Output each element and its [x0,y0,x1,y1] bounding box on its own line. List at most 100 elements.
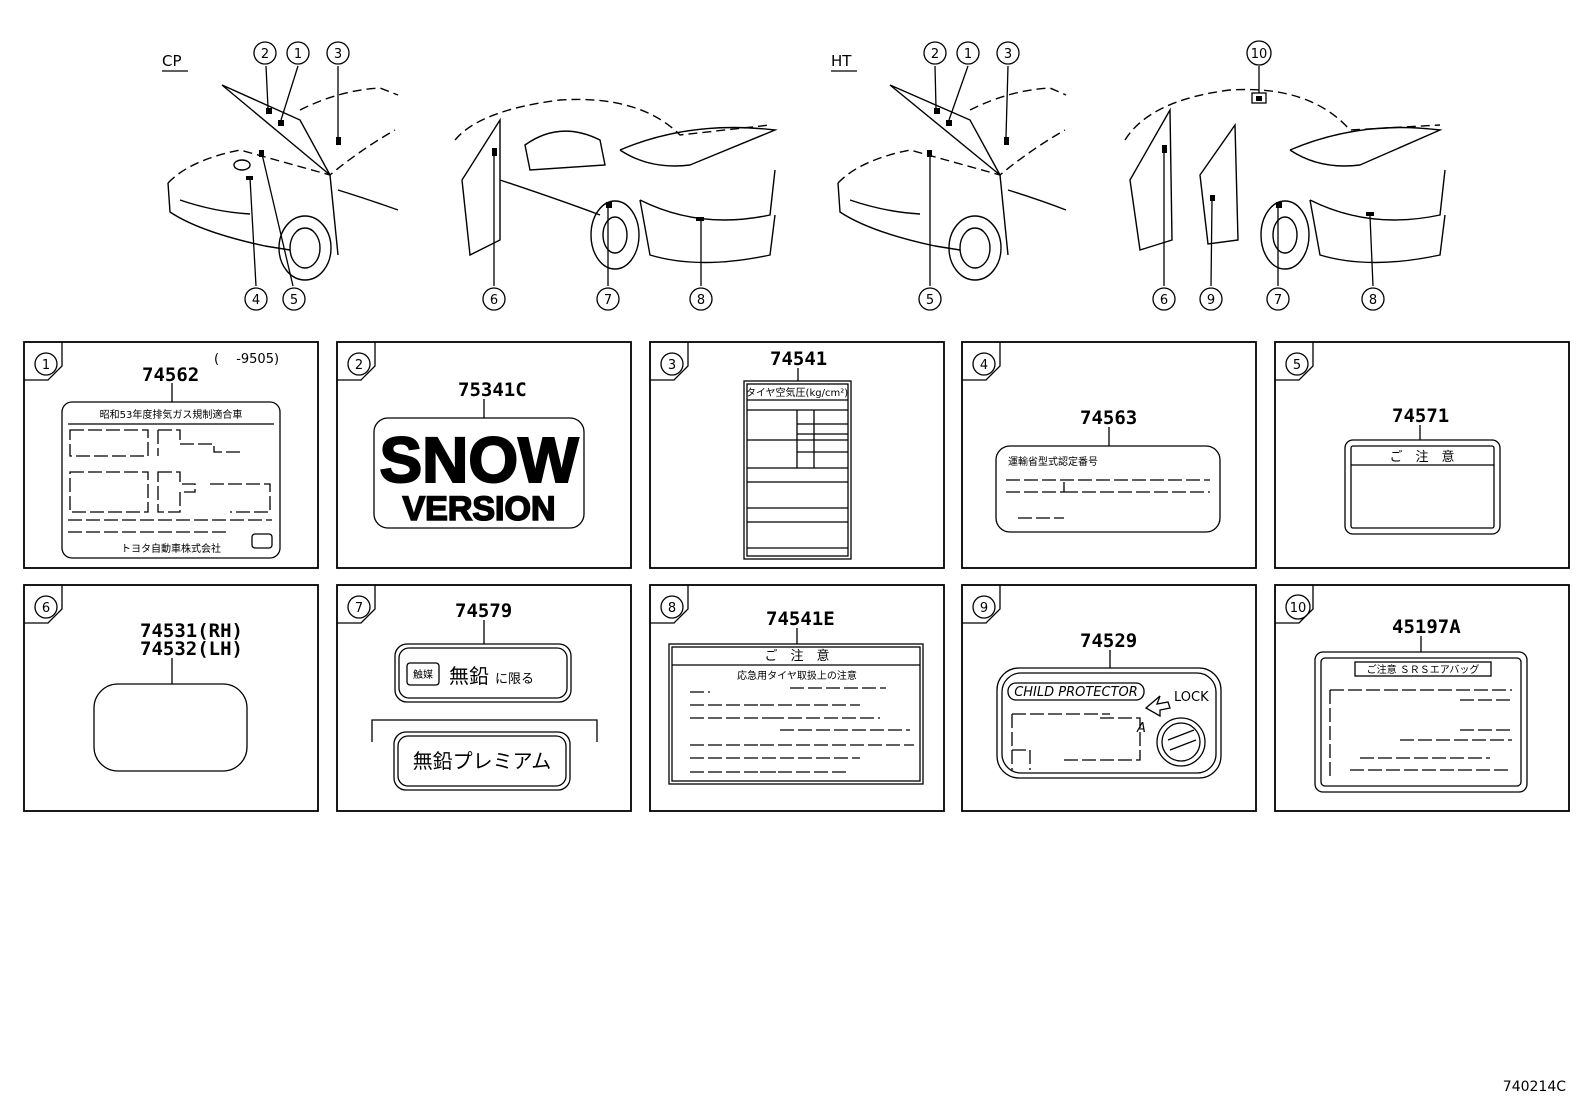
callout-number: 9 [1207,293,1215,308]
label-outline [93,683,248,772]
callout-number: 10 [1251,47,1268,62]
label-marker [927,150,932,157]
part-number: 74541 [770,348,827,370]
label-header-text: ご注意 ＳＲＳエアバッグ [1367,663,1480,676]
callout-number: 5 [926,293,934,308]
catalyst-badge-text: 触媒 [413,668,433,681]
label-marker [1162,145,1167,153]
label-marker [246,176,253,180]
unleaded-text: 無鉛 [449,664,489,688]
panel-5: 5 74571 ご 注 意 [1274,341,1570,569]
label-marker [606,202,612,208]
part-number: 75341C [458,379,527,401]
label-header-text: 運輸省型式認定番号 [1008,455,1098,468]
callout-number: 8 [1369,293,1377,308]
callout-number: 2 [931,47,939,62]
label-outline [995,445,1221,533]
view-label-cp: CP [162,52,182,70]
label-outline [668,643,924,785]
part-number: 74579 [455,600,512,622]
position-a-text: A [1136,721,1146,736]
callout-number: 7 [604,293,612,308]
part-number: 74562 [142,364,199,386]
label-outline [1344,439,1501,535]
panel-number: 2 [355,358,363,373]
callouts-ht-front: 2 1 3 5 [918,41,1020,311]
callout-number: 1 [294,47,302,62]
label-header-text: タイヤ空気圧(kg/cm²) [746,386,848,399]
label-marker [1276,202,1282,208]
catalyst-badge [406,662,440,686]
figure-code: 740214C [1503,1079,1566,1095]
lock-knob-icon [1156,717,1206,767]
car-ht-rear-illustration [1124,88,1446,270]
callouts-cp-front: 2 1 3 4 5 [244,41,350,311]
panel-number: 7 [355,601,363,616]
child-protector-text: CHILD PROTECTOR [1014,685,1138,700]
label-footer-text: トヨタ自動車株式会社 [121,542,221,555]
callout-number: 4 [252,293,260,308]
version-text: VERSION [402,490,555,528]
callout-number: 3 [334,47,342,62]
callout-number: 6 [1160,293,1168,308]
label-marker [946,120,952,126]
callout-number: 2 [261,47,269,62]
label-header-text: ご 注 意 [764,648,829,664]
panel-number: 1 [42,358,50,373]
panel-1: 1 74562 ( -9505) 昭和53年度排気ガス規制適合車 トヨタ自動車株… [23,341,319,569]
panel-number: 5 [1293,358,1301,373]
label-marker [1210,195,1215,201]
label-marker [934,108,940,114]
callout-number: 1 [964,47,972,62]
panel-8: 8 74541E ご 注 意 応急用タイヤ取扱上の注意 [649,584,945,812]
part-number: 45197A [1392,616,1461,638]
label-marker [278,120,284,126]
snow-text: SNOW [379,424,579,496]
panel-2: 2 75341C SNOW VERSION [336,341,632,569]
label-outline [373,417,585,529]
label-marker [1366,212,1374,216]
part-number: 74531(RH) [140,620,243,642]
label-marker [1256,96,1262,101]
vehicle-views: CP HT 2 1 [162,40,1446,311]
label-header-text: 昭和53年度排気ガス規制適合車 [100,408,243,421]
label-outline [743,380,852,560]
unleaded-premium-text: 無鉛プレミアム [413,749,552,773]
label-marker [266,108,272,114]
label-marker [492,148,497,156]
panel-number: 6 [42,601,50,616]
view-label-ht: HT [831,52,852,70]
child-protector-banner [1007,682,1145,701]
label-sub-text: 応急用タイヤ取扱上の注意 [737,669,857,682]
car-cp-rear-illustration [454,98,778,270]
callout-number: 7 [1274,293,1282,308]
unleaded-only-text: に限る [495,672,534,687]
label-outline [61,401,281,559]
part-number: 74541E [766,608,835,630]
panel-6: 6 74531(RH) 74532(LH) [23,584,319,812]
part-number-2: 74532(LH) [140,638,243,660]
part-number: 74529 [1080,630,1137,652]
panel-number: 8 [668,601,676,616]
callouts-cp-rear: 6 7 8 [482,156,713,311]
label-outline [393,731,571,791]
panel-number: 4 [980,358,988,373]
label-marker [259,150,264,157]
car-cp-front-illustration [167,84,399,281]
lock-arrow-icon [1144,695,1171,718]
car-ht-front-illustration [837,84,1067,281]
label-outline [1314,651,1528,793]
callout-number: 6 [490,293,498,308]
label-panels: 1 74562 ( -9505) 昭和53年度排気ガス規制適合車 トヨタ自動車株… [23,341,1570,812]
label-marker [336,137,341,145]
label-header-text: ご 注 意 [1389,449,1454,465]
label-marker [696,217,704,221]
panel-10: 10 45197A ご注意 ＳＲＳエアバッグ [1274,584,1570,812]
lock-text: LOCK [1174,690,1209,705]
label-marker [1004,137,1009,145]
callout-number: 8 [697,293,705,308]
panel-7: 7 74579 触媒 無鉛 に限る 無鉛プレミアム [336,584,632,812]
callout-number: 3 [1004,47,1012,62]
panel-number: 9 [980,601,988,616]
